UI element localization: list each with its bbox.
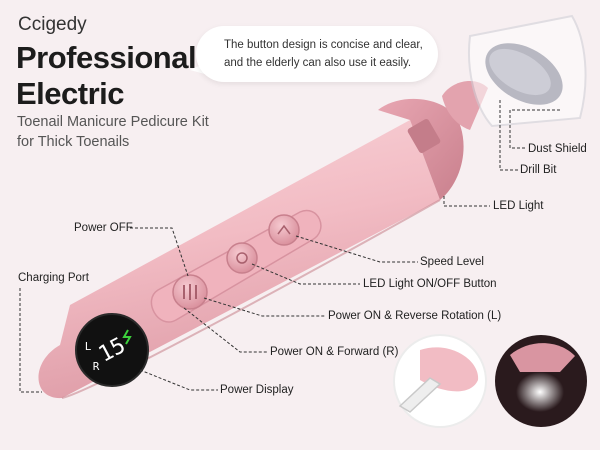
label-power-display: Power Display (220, 384, 294, 396)
speed-level-button[interactable] (268, 214, 300, 246)
brand-name: Ccigedy (18, 14, 87, 35)
label-speed-level: Speed Level (420, 256, 484, 268)
dust-shield-assembly (442, 14, 587, 130)
lightning-bolt-icon (122, 329, 132, 345)
bubble-line-1: The button design is concise and clear, (224, 39, 423, 51)
leader-speed-level (295, 235, 418, 263)
title-line-2: Electric (16, 76, 125, 111)
label-drill-bit: Drill Bit (520, 164, 557, 176)
page-title: Professional Electric (16, 40, 197, 112)
label-dust-shield: Dust Shield (528, 143, 587, 155)
subtitle-line-2: for Thick Toenails (17, 134, 130, 150)
title-line-1: Professional (16, 40, 197, 75)
label-power-forward: Power ON & Forward (R) (270, 346, 399, 358)
display-left-mode: L (85, 340, 92, 353)
label-led-button: LED Light ON/OFF Button (363, 278, 497, 290)
subtitle: Toenail Manicure Pedicure Kit for Thick … (17, 112, 217, 152)
button-panel (150, 209, 322, 323)
display-right-mode: R (93, 360, 100, 373)
led-light-window (407, 118, 441, 154)
subtitle-line-1: Toenail Manicure Pedicure Kit (17, 114, 209, 130)
speech-bubble: The button design is concise and clear, … (196, 26, 438, 82)
leader-power-forward (183, 307, 268, 353)
leader-drill-bit (499, 100, 518, 171)
light-bulb-icon (236, 252, 248, 264)
leader-dust-shield (509, 109, 560, 149)
inset-led-closeup (495, 335, 587, 427)
label-led-light: LED Light (493, 200, 544, 212)
label-charging-port: Charging Port (18, 272, 89, 284)
bubble-line-2: and the elderly can also use it easily. (224, 57, 412, 69)
led-glow-icon (516, 372, 564, 412)
led-toggle-button[interactable] (226, 242, 258, 274)
leader-power-display (139, 369, 218, 391)
leader-power-reverse (203, 297, 325, 317)
inset-charging-closeup (393, 334, 487, 428)
drill-head (378, 98, 464, 200)
usb-cable-icon (398, 377, 442, 413)
power-off-icon (183, 284, 197, 300)
leader-led-light (443, 196, 490, 207)
power-display: 15 L R (75, 313, 149, 387)
chevron-up-icon (277, 224, 291, 235)
leader-power-off (130, 227, 189, 277)
callout-leader-lines (19, 100, 560, 393)
leader-led-button (251, 263, 360, 285)
label-power-reverse: Power ON & Reverse Rotation (L) (328, 310, 502, 322)
label-power-off: Power OFF (74, 222, 133, 234)
